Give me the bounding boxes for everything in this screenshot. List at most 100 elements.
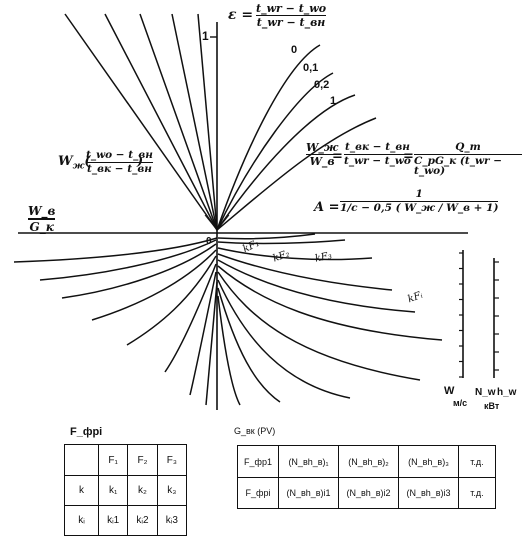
lower-left-curve-2	[39, 239, 217, 281]
lower-right-curve-9	[217, 287, 281, 403]
lower-right-curve-3	[217, 247, 373, 261]
table-cell: F₂	[127, 444, 158, 476]
table-cell: (N_вh_в)₁	[278, 445, 339, 478]
nw-scale-unit: кВт	[484, 401, 500, 411]
a-numerator: 1	[415, 188, 423, 200]
table-cell: kᵢ1	[97, 505, 129, 536]
table-cell: F₁	[97, 444, 129, 476]
upper-ray-2	[104, 13, 218, 231]
table-cell: F_фрi	[237, 477, 279, 509]
upper-ray-4	[171, 13, 218, 231]
origin-stroke-2	[216, 214, 230, 231]
epsilon-fraction: t_wr − t_wo t_wr − t_вн	[256, 2, 327, 29]
table-cell: т.д.	[458, 445, 496, 478]
epsilon-denominator: t_wr − t_вн	[256, 16, 326, 29]
wzh-numerator: t_wo − t_вн	[86, 149, 153, 161]
epsilon-curve-1	[216, 117, 377, 231]
table-cell: kᵢ	[64, 505, 99, 536]
upper-ray-1	[64, 13, 218, 231]
lower-right-curves	[217, 233, 443, 406]
table2-title: G_вк (PV)	[234, 426, 276, 436]
ratio-fraction-1: W_ж W_в	[306, 141, 339, 168]
wzh-close-paren: )	[137, 154, 144, 169]
curve-label-0-1: 0,1	[303, 62, 319, 74]
w-scale-label: W	[444, 385, 455, 397]
fraction-bar	[344, 153, 411, 155]
origin-label: 0	[206, 236, 212, 247]
table-cell: F_фр1	[237, 445, 279, 478]
curve-label-0-2: 0,2	[314, 79, 330, 91]
epsilon-curves	[216, 44, 377, 231]
table-cell: F₃	[156, 444, 188, 476]
hw-scale-label: h_w	[497, 387, 517, 398]
table-cell: k₁	[97, 475, 129, 506]
fraction-bar	[28, 218, 56, 220]
table-cell: (N_вh_в)i2	[338, 477, 399, 509]
epsilon-numerator: t_wr − t_wo	[256, 2, 327, 15]
lower-right-curve-4	[217, 253, 393, 291]
table-cell: (N_вh_в)₃	[398, 445, 459, 478]
ratio-fraction-3: Q_т C_рG_к (t_wr − t_wo)	[414, 142, 522, 177]
table-cell: (N_вh_в)₂	[338, 445, 399, 478]
table-cell: kᵢ2	[127, 505, 158, 536]
y-tick-label-1: 1	[202, 29, 209, 43]
epsilon-curve-0-1	[216, 72, 334, 231]
wzh-prefix-letter: W	[58, 154, 73, 169]
table-row: F_фр1 (N_вh_в)₁ (N_вh_в)₂ (N_вh_в)₃ т.д.	[237, 445, 496, 478]
wv-numerator: W_в	[28, 204, 56, 218]
ratio-den-3: C_рG_к (t_wr − t_wo)	[414, 154, 503, 177]
table-cell: (N_вh_в)i1	[278, 477, 339, 509]
wv-gk-label: W_в G_к	[28, 204, 56, 234]
table-row: k k₁ k₂ k₃	[64, 475, 188, 506]
lower-left-curve-4	[91, 249, 217, 321]
table-cell: k₃	[156, 475, 188, 506]
fraction-bar	[306, 154, 339, 155]
wzh-prefix-sub: ж	[72, 161, 85, 172]
upper-left-fan	[64, 13, 218, 231]
w-scale-ticks	[459, 252, 463, 378]
upper-ray-5	[197, 13, 218, 231]
nw-scale-ticks	[494, 261, 499, 371]
origin-stroke-1	[204, 214, 218, 231]
table-cell	[64, 444, 99, 476]
wzh-denominator: t_вк − t_вн	[87, 162, 152, 175]
lower-left-curves	[13, 237, 218, 406]
epsilon-curve-0-2	[216, 94, 356, 231]
curve-label-1: 1	[330, 95, 337, 107]
lower-left-curve-6	[164, 263, 217, 373]
table-cell: (N_вh_в)i3	[398, 477, 459, 509]
lower-left-curve-8	[205, 281, 218, 406]
lower-right-curve-2	[217, 239, 346, 245]
ratio-fraction-2: t_вк − t_вн t_wr − t_wo	[344, 142, 411, 166]
ratio-den-1: W_в	[309, 155, 335, 168]
lower-right-curve-6	[217, 265, 443, 341]
lower-left-curve-3	[61, 243, 217, 299]
table-cell: k₂	[127, 475, 158, 506]
lower-left-curve-7	[189, 271, 217, 396]
a-fraction: 1 1/c − 0,5 ( W_ж / W_в + 1)	[340, 188, 499, 213]
lower-left-curve-1	[13, 237, 218, 263]
fraction-bar	[414, 153, 522, 155]
ratio-num-2: t_вк − t_вн	[345, 141, 410, 153]
ratio-num-1: W_ж	[306, 141, 339, 154]
gk-denominator: G_к	[29, 220, 54, 234]
table-cell: kᵢ3	[156, 505, 188, 536]
lower-right-curve-10	[217, 295, 241, 406]
table-row: kᵢ kᵢ1 kᵢ2 kᵢ3	[64, 505, 188, 536]
ratio-equals-2: =	[403, 149, 414, 164]
nw-scale-label: N_w	[475, 387, 496, 398]
lower-left-curve-5	[126, 255, 217, 346]
lower-right-curve-5	[217, 259, 416, 313]
curve-label-0: 0	[291, 44, 298, 56]
table1-title: F_фрi	[70, 426, 103, 438]
table-gvk: F_фр1 (N_вh_в)₁ (N_вh_в)₂ (N_вh_в)₃ т.д.…	[237, 445, 496, 509]
ratio-equals-1: =	[332, 149, 343, 164]
origin-detail	[204, 214, 230, 231]
table-fri: F₁ F₂ F₃ k k₁ k₂ k₃ kᵢ kᵢ1 kᵢ2 kᵢ3	[64, 444, 188, 536]
fraction-bar	[256, 15, 327, 16]
table-cell: k	[64, 475, 99, 506]
table-row: F₁ F₂ F₃	[64, 444, 188, 476]
epsilon-curve-0	[216, 44, 321, 231]
